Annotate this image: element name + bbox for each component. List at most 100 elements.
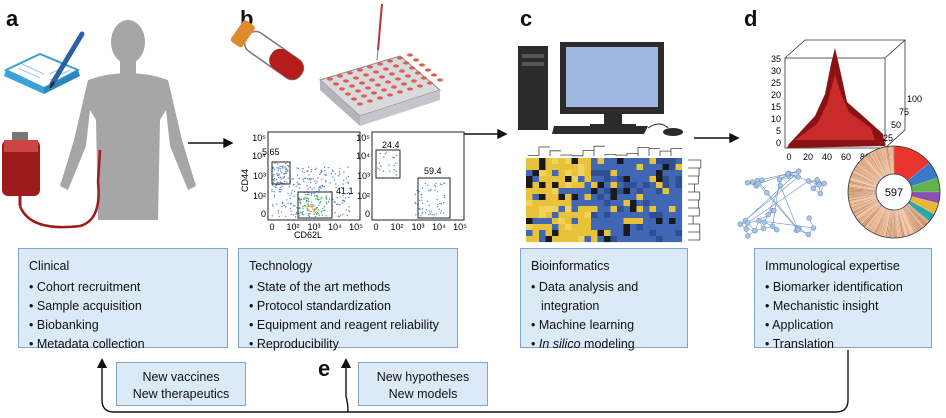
y-tick-label: 10⁴ [356, 151, 370, 161]
heatmap-cell [571, 230, 579, 237]
y-tick-label: 100 [907, 94, 922, 104]
heatmap-cell [591, 182, 598, 189]
event-dot [339, 167, 341, 170]
heatmap-cell [649, 194, 657, 201]
heatmap-cell [623, 200, 631, 207]
heatmap-cell [643, 176, 650, 183]
event-dot [321, 214, 323, 216]
human-silhouette-icon [60, 20, 196, 220]
heatmap-cell [526, 182, 533, 189]
heatmap-cell [604, 194, 611, 201]
event-dot [323, 166, 326, 169]
well [437, 78, 443, 82]
heatmap-cell [565, 158, 572, 165]
event-dot [308, 214, 310, 217]
blood-bag-icon [2, 132, 102, 229]
heatmap-cell [604, 206, 611, 213]
event-dot [420, 193, 422, 195]
network-node [796, 168, 802, 174]
event-dot [322, 186, 324, 188]
event-dot [308, 178, 310, 181]
heatmap-cell [545, 230, 553, 237]
well [407, 87, 413, 91]
event-dot [340, 187, 343, 189]
event-dot [287, 169, 289, 171]
heatmap-cell [539, 158, 546, 165]
event-dot [272, 205, 274, 207]
heatmap-cell [623, 188, 631, 195]
heatmap-cell [526, 206, 533, 213]
event-dot [393, 157, 396, 159]
event-dot [382, 170, 385, 172]
event-dot [313, 192, 315, 195]
heatmap-cell [597, 212, 605, 219]
heatmap-cell [558, 236, 566, 243]
heatmap-cell [552, 200, 559, 207]
event-dot [271, 190, 273, 193]
event-dot [345, 209, 347, 211]
well [403, 61, 409, 65]
well [349, 84, 355, 88]
x-tick-label: 10⁴ [432, 222, 446, 232]
heatmap-cell [610, 194, 618, 201]
panel-letter-c: c [520, 6, 533, 31]
event-dot [421, 199, 423, 201]
bioinformatics-title: Bioinformatics [531, 259, 610, 273]
heatmap-cell [675, 176, 683, 183]
event-dot [275, 179, 278, 181]
x-tick-label: 10² [286, 222, 299, 232]
event-dot [380, 165, 382, 168]
event-dot [291, 190, 293, 192]
heatmap-cell [591, 236, 598, 243]
heatmap-cell [675, 218, 683, 225]
event-dot [315, 167, 318, 169]
event-dot [332, 170, 334, 172]
event-dot [289, 207, 292, 210]
event-dot [329, 182, 331, 184]
event-dot [428, 213, 430, 216]
event-dot [316, 177, 319, 179]
heatmap-cell [571, 212, 579, 219]
event-dot [309, 204, 311, 206]
event-dot [281, 201, 284, 204]
event-dot [303, 177, 306, 179]
event-dot [307, 205, 310, 208]
event-dot [439, 183, 442, 185]
event-dot [287, 170, 289, 172]
heatmap-cell [584, 176, 592, 183]
event-dot [341, 202, 344, 204]
heatmap-cell [552, 158, 559, 165]
event-dot [340, 214, 342, 217]
event-dot [307, 198, 309, 200]
event-dot [284, 172, 286, 174]
heatmap-cell [604, 188, 611, 195]
network-edge [757, 180, 798, 229]
y-axis-label-cd44: CD44 [240, 169, 250, 192]
network-node [752, 227, 758, 234]
event-dot [290, 202, 292, 204]
event-dot [298, 177, 301, 180]
heatmap-cell [643, 212, 650, 219]
network-node [784, 171, 791, 177]
heatmap-cell [597, 230, 605, 237]
heatmap-cell [571, 224, 579, 231]
event-dot [429, 188, 432, 191]
event-dot [325, 197, 327, 199]
x-tick-label: 10² [390, 222, 403, 232]
event-dot [392, 156, 394, 158]
event-dot [302, 167, 304, 170]
event-dot [301, 170, 304, 173]
event-dot [289, 197, 292, 200]
heatmap-cell [552, 194, 559, 201]
heatmap-cell [662, 182, 670, 189]
well [407, 53, 413, 57]
event-dot [443, 182, 446, 185]
well [387, 93, 393, 97]
heatmap-cell [545, 170, 553, 177]
heatmap-cell [591, 218, 598, 225]
event-dot [414, 201, 416, 204]
event-dot [421, 187, 424, 189]
heatmap-cell [545, 158, 553, 165]
x-tick-label: 10⁴ [328, 222, 342, 232]
event-dot [283, 176, 285, 179]
